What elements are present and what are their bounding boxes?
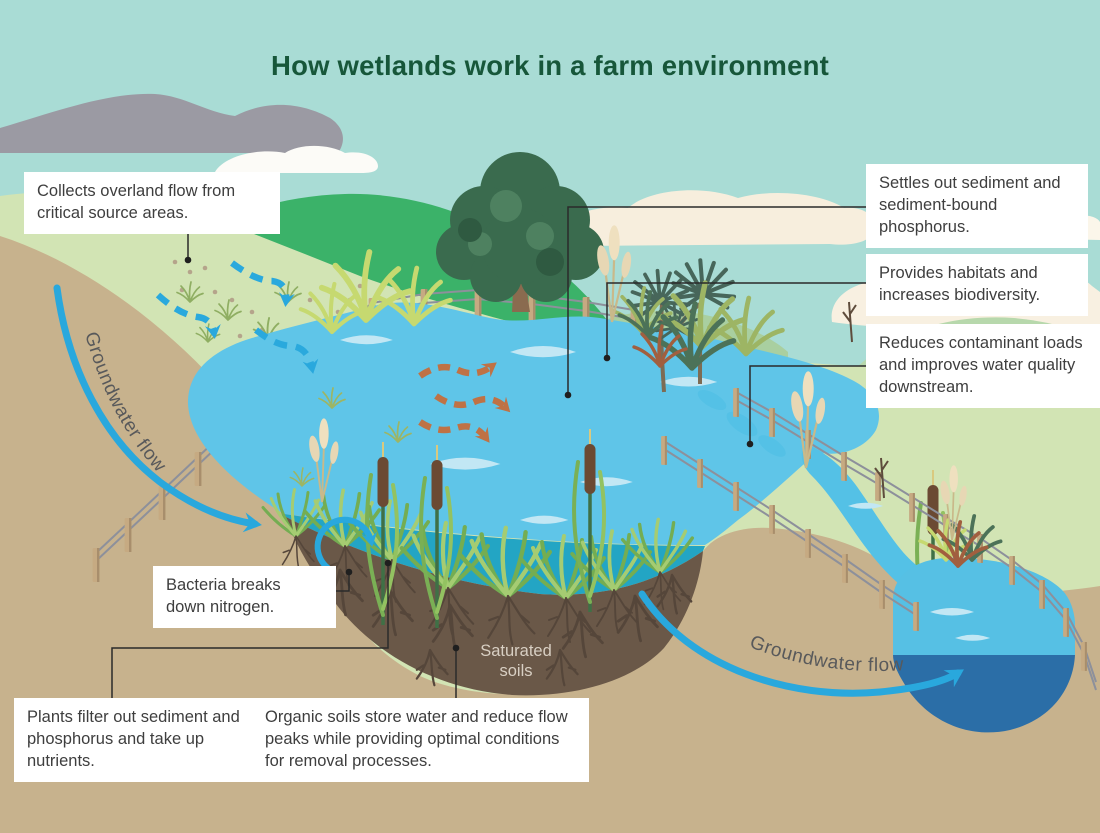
wetland-pond <box>187 302 879 546</box>
callout-plants-filter: Plants filter out sediment and phosphoru… <box>14 698 265 782</box>
callout-organic-soils: Organic soils store water and reduce flo… <box>252 698 589 782</box>
saturated-soils-label: Saturated <box>480 642 552 660</box>
cream-cloud <box>556 190 875 246</box>
groundwater-flow-arrow-left <box>53 284 262 533</box>
callout-reduces-contaminants: Reduces contaminant loads and improves w… <box>866 324 1100 408</box>
saturated-soils-label: soils <box>499 662 532 680</box>
tan-land <box>0 236 1100 833</box>
fence-stream-left <box>661 436 919 631</box>
callout-bacteria-nitrogen: Bacteria breaks down nitrogen. <box>153 566 336 628</box>
pond-flow-arrows <box>418 362 511 443</box>
white-cloud <box>215 145 378 173</box>
callout-provides-habitats: Provides habitats and increases biodiver… <box>866 254 1088 316</box>
groundwater-flow-arrow-right <box>638 590 964 697</box>
mountain-range <box>0 93 343 153</box>
callout-collects-overland-flow: Collects overland flow from critical sou… <box>24 172 280 234</box>
callout-settles-sediment: Settles out sediment and sediment-bound … <box>866 164 1088 248</box>
bacteria-cycle-arrow <box>314 516 378 571</box>
page-title: How wetlands work in a farm environment <box>271 50 829 81</box>
overland-flow-arrows <box>155 260 319 374</box>
leader-dots <box>184 256 754 652</box>
leader-lines <box>111 206 866 698</box>
tree <box>436 152 604 312</box>
